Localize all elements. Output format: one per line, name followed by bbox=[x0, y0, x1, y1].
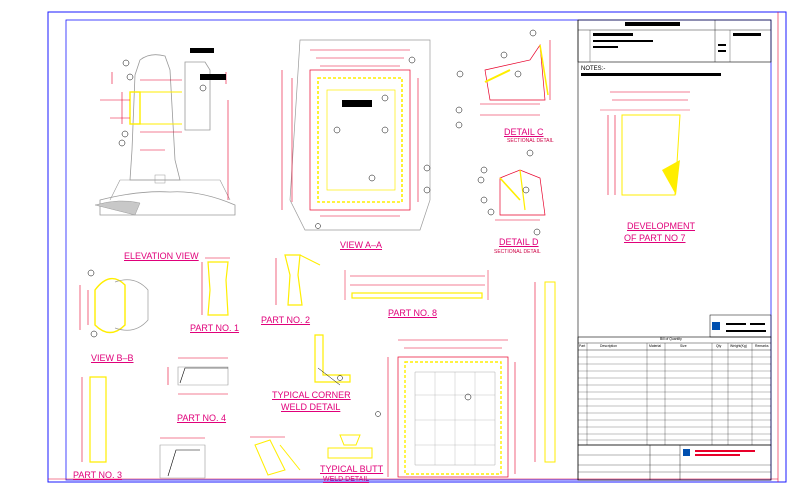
detail-d bbox=[477, 149, 546, 236]
part-8-title: PART NO. 8 bbox=[388, 308, 438, 318]
part-4-drawing bbox=[167, 357, 229, 395]
sheet-border-outer bbox=[47, 11, 787, 483]
part-1-title: PART NO. 1 bbox=[190, 323, 240, 333]
bom-title: Bill of Quantity bbox=[660, 337, 682, 341]
bom-header-weight: Weight(Kg) bbox=[730, 344, 747, 348]
corner-weld-title-line2: WELD DETAIL bbox=[281, 402, 341, 412]
view-b-b bbox=[79, 269, 149, 338]
part-3-drawing bbox=[81, 376, 107, 463]
bom-header-qty: Qty bbox=[716, 344, 722, 348]
bom-table bbox=[577, 336, 772, 481]
part-8-drawing bbox=[344, 270, 556, 463]
detail-d-title: DETAIL D bbox=[499, 237, 539, 247]
small-parts bbox=[159, 434, 373, 479]
butt-weld-title-line2: WELD DETAIL bbox=[323, 476, 370, 483]
elevation-view bbox=[94, 48, 236, 216]
detail-c-subtitle: SECTIONAL DETAIL bbox=[507, 138, 554, 144]
view-a-a-title: VIEW A–A bbox=[340, 240, 383, 250]
bom-header-size: Size bbox=[680, 344, 687, 348]
development-part-7 bbox=[600, 91, 690, 196]
detail-d-subtitle: SECTIONAL DETAIL bbox=[494, 249, 541, 255]
title-block bbox=[577, 19, 772, 480]
part-2-drawing bbox=[275, 254, 321, 306]
butt-weld-title-line1: TYPICAL BUTT bbox=[320, 464, 384, 474]
part-3-title: PART NO. 3 bbox=[73, 470, 123, 480]
corner-weld-title-line1: TYPICAL CORNER bbox=[272, 390, 351, 400]
bom-header-material: Material bbox=[649, 344, 662, 348]
part-4-title: PART NO. 4 bbox=[177, 413, 227, 423]
bom-header-remarks: Remarks bbox=[755, 344, 769, 348]
elevation-view-title: ELEVATION VIEW bbox=[124, 251, 199, 261]
sheet-border-inner bbox=[65, 19, 772, 481]
base-plate-view bbox=[375, 339, 516, 478]
view-b-b-title: VIEW B–B bbox=[91, 353, 134, 363]
detail-c-title: DETAIL C bbox=[504, 127, 544, 137]
detail-c bbox=[455, 29, 551, 129]
corner-weld-detail bbox=[314, 334, 351, 386]
bom-header-part: Part bbox=[579, 344, 586, 348]
part-2-title: PART NO. 2 bbox=[261, 315, 311, 325]
bom-header-description: Description bbox=[600, 344, 617, 348]
development-title-line1: DEVELOPMENT bbox=[627, 221, 696, 231]
notes-heading: NOTES:- bbox=[581, 66, 606, 72]
development-title-line2: OF PART NO 7 bbox=[624, 233, 686, 243]
view-a-a bbox=[281, 39, 431, 231]
part-1-drawing bbox=[201, 257, 230, 316]
